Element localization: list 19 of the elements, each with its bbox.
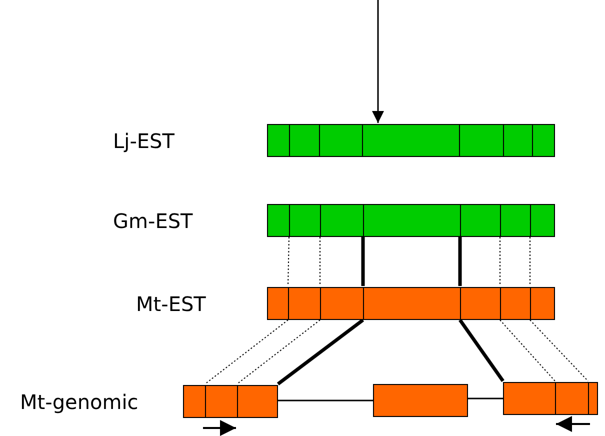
exon-box — [183, 385, 278, 418]
exon-box — [503, 382, 598, 415]
exon-box — [373, 384, 468, 417]
alignment-line — [361, 237, 365, 286]
track-label: Gm-EST — [113, 208, 193, 232]
alignment-line — [500, 320, 556, 382]
alignment-line — [458, 319, 504, 382]
alignment-line — [288, 236, 290, 286]
track-label: Lj-EST — [113, 128, 174, 152]
arrow — [372, 0, 384, 123]
alignment-line — [204, 320, 288, 384]
alignment-line — [276, 318, 364, 386]
alignment-line — [458, 237, 462, 286]
track-label: Mt-EST — [136, 292, 206, 316]
alignment-line — [236, 320, 320, 384]
track-label: Mt-genomic — [20, 390, 138, 414]
intron-line — [278, 400, 373, 402]
alignment-line — [530, 320, 588, 382]
intron-line — [468, 398, 503, 400]
